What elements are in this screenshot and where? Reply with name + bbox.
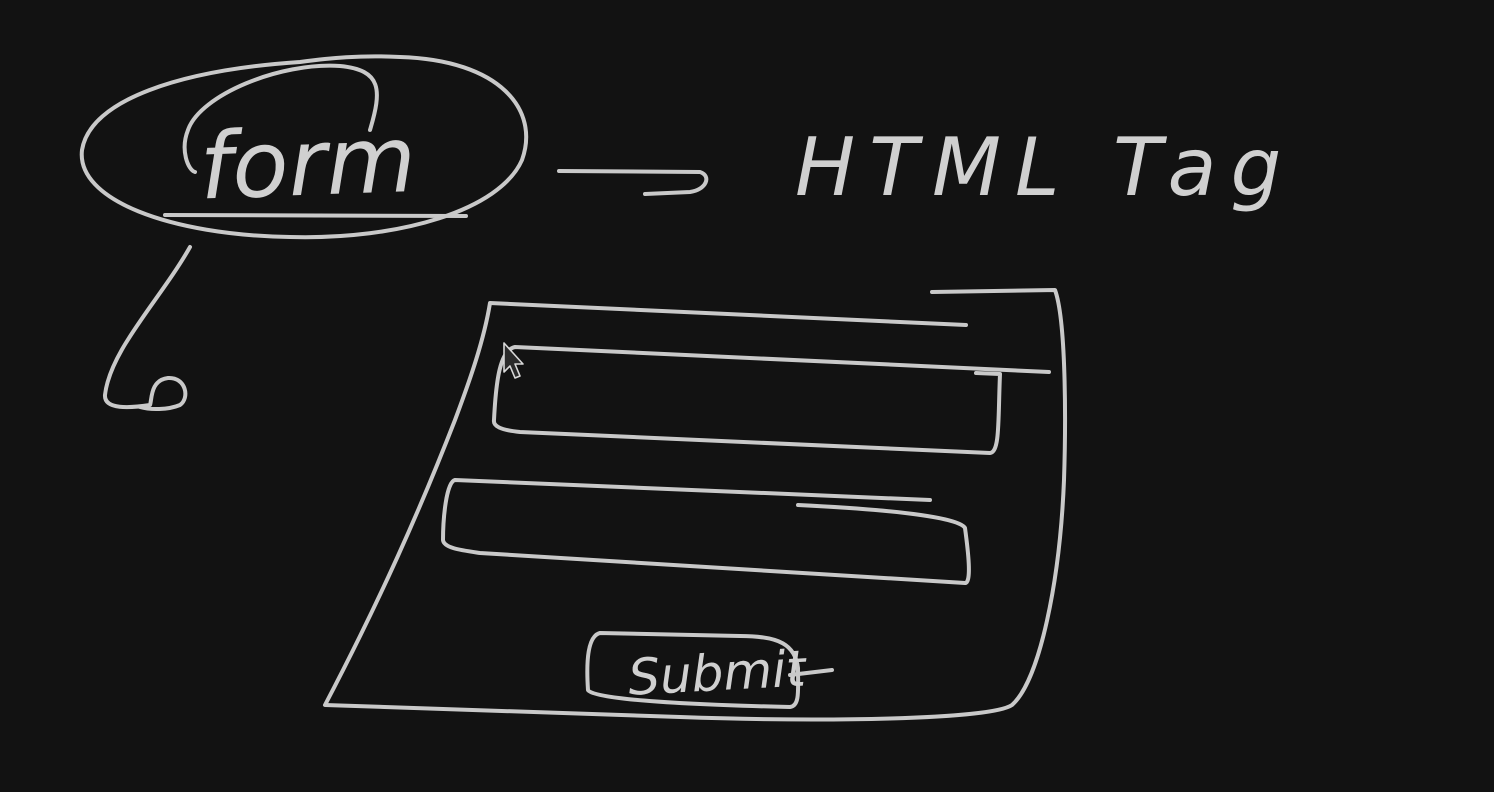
input-field-2 <box>441 478 971 585</box>
input-field-1 <box>491 345 1051 455</box>
submit-strike <box>788 668 834 677</box>
mouse-pointer-icon <box>503 342 524 379</box>
form-label: form <box>198 106 418 220</box>
curved-arrow-icon <box>103 245 192 412</box>
html-tag-label: HTML Tag <box>795 121 1295 214</box>
form-loop-scribble <box>182 63 379 174</box>
form-ellipse <box>79 54 529 240</box>
submit-button-outline <box>585 631 801 709</box>
right-arrow-icon <box>557 169 709 196</box>
form-container <box>323 288 1068 722</box>
form-underline <box>163 213 468 218</box>
submit-button-label: Submit <box>627 639 810 706</box>
